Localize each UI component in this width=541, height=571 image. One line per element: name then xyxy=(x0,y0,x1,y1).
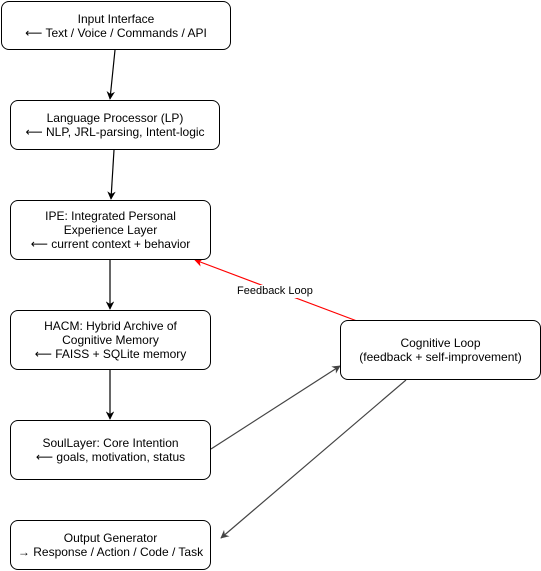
output-generator-node[interactable]: Output Generator → Response / Action / C… xyxy=(10,520,211,570)
node-detail: ⟵ NLP, JRL-parsing, Intent-logic xyxy=(25,125,205,139)
arrow-cognitive-to-output xyxy=(220,379,407,539)
cognitive-loop-node[interactable]: Cognitive Loop (feedback + self-improvem… xyxy=(340,320,541,380)
node-detail: → Response / Action / Code / Task xyxy=(17,545,204,559)
arrow-input-to-lp xyxy=(106,49,116,100)
node-detail: ⟵ goals, motivation, status xyxy=(35,450,186,464)
node-title: Input Interface xyxy=(77,11,155,26)
arrow-soul-to-cognitive xyxy=(210,365,341,450)
ipe-node[interactable]: IPE: Integrated Personal Experience Laye… xyxy=(10,200,211,260)
language-processor-node[interactable]: Language Processor (LP) ⟵ NLP, JRL-parsi… xyxy=(10,100,220,150)
feedback-loop-label: Feedback Loop xyxy=(236,285,314,298)
node-detail: ⟵ FAISS + SQLite memory xyxy=(34,347,187,361)
node-title: Language Processor (LP) xyxy=(46,111,184,125)
node-title: SoulLayer: Core Intention xyxy=(42,436,179,450)
node-detail: ⟵ Text / Voice / Commands / API xyxy=(25,25,207,40)
node-title: HACM: Hybrid Archive of xyxy=(44,319,177,333)
node-detail: (feedback + self-improvement) xyxy=(359,350,522,364)
node-title: Cognitive Loop xyxy=(400,336,481,350)
node-title-cont: Experience Layer xyxy=(63,223,158,237)
node-title-cont: Cognitive Memory xyxy=(62,333,159,347)
node-detail: ⟵ current context + behavior xyxy=(30,237,191,251)
node-title: Output Generator xyxy=(63,531,158,545)
node-title: IPE: Integrated Personal xyxy=(45,209,176,223)
input-interface-node[interactable]: Input Interface ⟵ Text / Voice / Command… xyxy=(1,1,231,50)
soullayer-node[interactable]: SoulLayer: Core Intention ⟵ goals, motiv… xyxy=(10,420,211,480)
arrow-lp-to-ipe xyxy=(107,149,116,200)
hacm-node[interactable]: HACM: Hybrid Archive of Cognitive Memory… xyxy=(10,310,211,370)
